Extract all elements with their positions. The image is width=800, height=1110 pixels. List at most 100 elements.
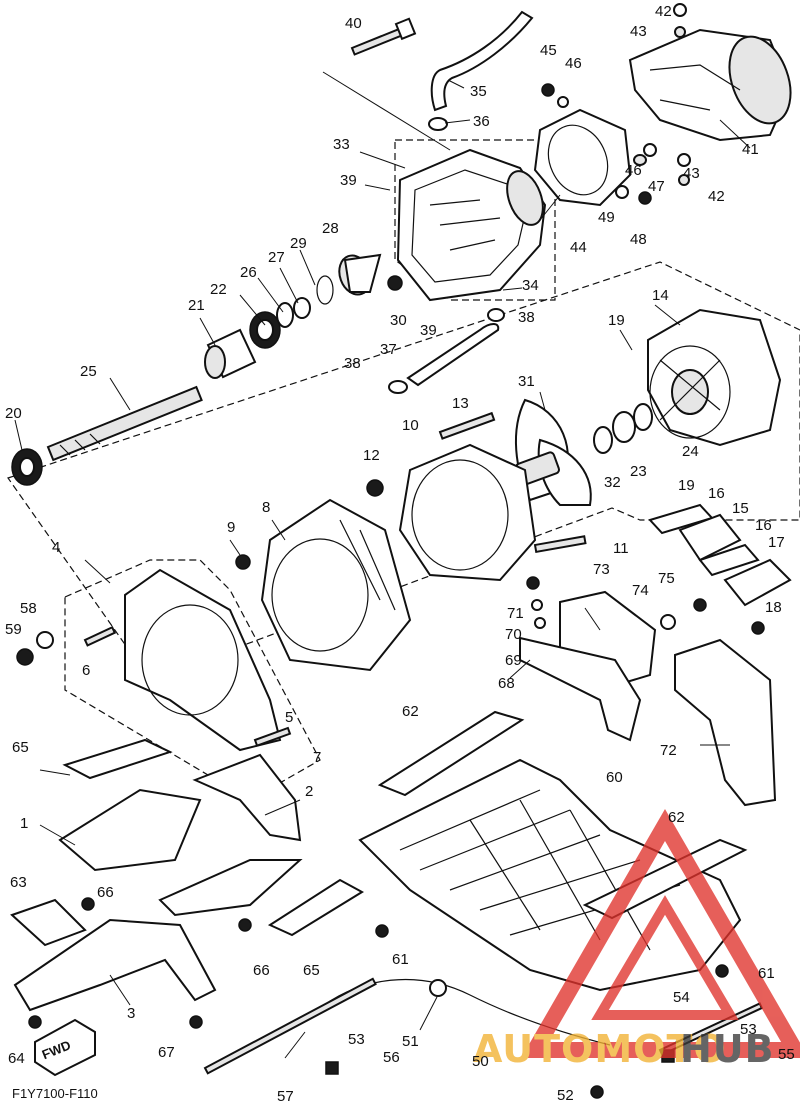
part-42-43-fasteners — [541, 3, 691, 205]
callout-62: 62 — [668, 809, 685, 826]
callout-38: 38 — [344, 355, 361, 372]
callout-32: 32 — [604, 474, 621, 491]
part-14-impeller-housing — [647, 308, 782, 447]
callout-21: 21 — [188, 297, 205, 314]
callout-72: 72 — [660, 742, 677, 759]
callout-36: 36 — [473, 113, 490, 130]
part-6-stud — [83, 625, 117, 647]
callout-1: 1 — [20, 815, 28, 832]
part-11-bolt — [533, 535, 587, 554]
callout-14: 14 — [652, 287, 669, 304]
callout-69: 69 — [505, 652, 522, 669]
parts-69-71-fasteners — [526, 576, 546, 629]
part-18-bolt — [751, 621, 765, 635]
callout-24: 24 — [682, 443, 699, 460]
part-4-intake-plate — [124, 568, 282, 752]
callout-33: 33 — [333, 136, 350, 153]
callout-8: 8 — [262, 499, 270, 516]
callout-66: 66 — [253, 962, 270, 979]
part-2-bracket — [192, 753, 302, 842]
part-21-sleeve — [204, 328, 257, 379]
part-65-rail-a — [62, 738, 173, 780]
callout-4: 4 — [52, 539, 60, 556]
callout-58: 58 — [20, 600, 37, 617]
fwd-arrow: FWD — [34, 1018, 96, 1077]
callout-50: 50 — [472, 1053, 489, 1070]
callout-17: 17 — [768, 534, 785, 551]
callout-52: 52 — [557, 1087, 574, 1104]
part-24-ring — [633, 403, 653, 431]
callout-71: 71 — [507, 605, 524, 622]
part-63-pad — [10, 898, 87, 947]
callout-labels: 1234567891011121314151616171819192021222… — [5, 3, 795, 1105]
part-44-nozzle — [533, 108, 647, 207]
callout-37: 37 — [380, 341, 397, 358]
callout-54: 54 — [673, 989, 690, 1006]
callout-31: 31 — [518, 373, 535, 390]
callout-61: 61 — [758, 965, 775, 982]
callout-39: 39 — [340, 172, 357, 189]
part-25-drive-shaft — [46, 385, 203, 462]
callout-29: 29 — [290, 235, 307, 252]
part-35-hose — [430, 10, 534, 112]
callout-20: 20 — [5, 405, 22, 422]
part-75-bolt — [693, 598, 707, 612]
callout-73: 73 — [593, 561, 610, 578]
part-68-bracket — [519, 636, 642, 742]
callout-41: 41 — [742, 141, 759, 158]
part-15-16-plates — [648, 503, 760, 577]
callout-47: 47 — [648, 178, 665, 195]
callout-74: 74 — [632, 582, 649, 599]
callout-7: 7 — [313, 749, 321, 766]
watermark-logo: AUTOMOTO HUB — [473, 809, 800, 1071]
callout-57: 57 — [277, 1088, 294, 1105]
part-32-ring — [593, 426, 613, 454]
callout-65: 65 — [303, 962, 320, 979]
leader-lines — [14, 71, 751, 1059]
callout-42: 42 — [708, 188, 725, 205]
part-58-washer — [36, 631, 54, 649]
callout-55: 55 — [778, 1046, 795, 1063]
callout-11: 11 — [613, 540, 629, 557]
callout-30: 30 — [390, 312, 407, 329]
part-72-cover — [674, 638, 777, 807]
callout-3: 3 — [127, 1005, 135, 1022]
callout-45: 45 — [540, 42, 557, 59]
part-3-frame — [13, 918, 217, 1012]
part-41-steering-nozzle — [628, 28, 792, 142]
callout-51: 51 — [402, 1033, 419, 1050]
part-57-strap — [203, 977, 377, 1075]
callout-66: 66 — [97, 884, 114, 901]
callout-19: 19 — [678, 477, 695, 494]
callout-12: 12 — [363, 447, 380, 464]
part-13-bolt — [438, 411, 496, 440]
part-mid-rail — [158, 859, 303, 917]
callout-42: 42 — [655, 3, 672, 20]
callout-53: 53 — [348, 1031, 365, 1048]
callout-43: 43 — [683, 165, 700, 182]
callout-68: 68 — [498, 675, 515, 692]
part-74-collar — [660, 614, 676, 630]
callout-61: 61 — [392, 951, 409, 968]
callout-26: 26 — [240, 264, 257, 281]
callout-19: 19 — [608, 312, 625, 329]
callout-28: 28 — [322, 220, 339, 237]
callout-40: 40 — [345, 15, 362, 32]
part-20-bearing — [11, 448, 43, 486]
callout-44: 44 — [570, 239, 587, 256]
callout-39: 39 — [420, 322, 437, 339]
part-38-clamp-b — [487, 308, 505, 322]
part-40-bolt — [350, 17, 417, 56]
callout-70: 70 — [505, 626, 522, 643]
part-38-clamp-a — [388, 380, 408, 394]
part-10-intake-ring — [366, 443, 537, 582]
part-30-bolt — [387, 275, 403, 291]
callout-34: 34 — [522, 277, 539, 294]
callout-65: 65 — [12, 739, 29, 756]
part-22-bearing — [249, 311, 281, 349]
callout-59: 59 — [5, 621, 22, 638]
callout-35: 35 — [470, 83, 487, 100]
part-33-pump-housing — [396, 148, 547, 302]
part-27-nut — [293, 297, 311, 319]
